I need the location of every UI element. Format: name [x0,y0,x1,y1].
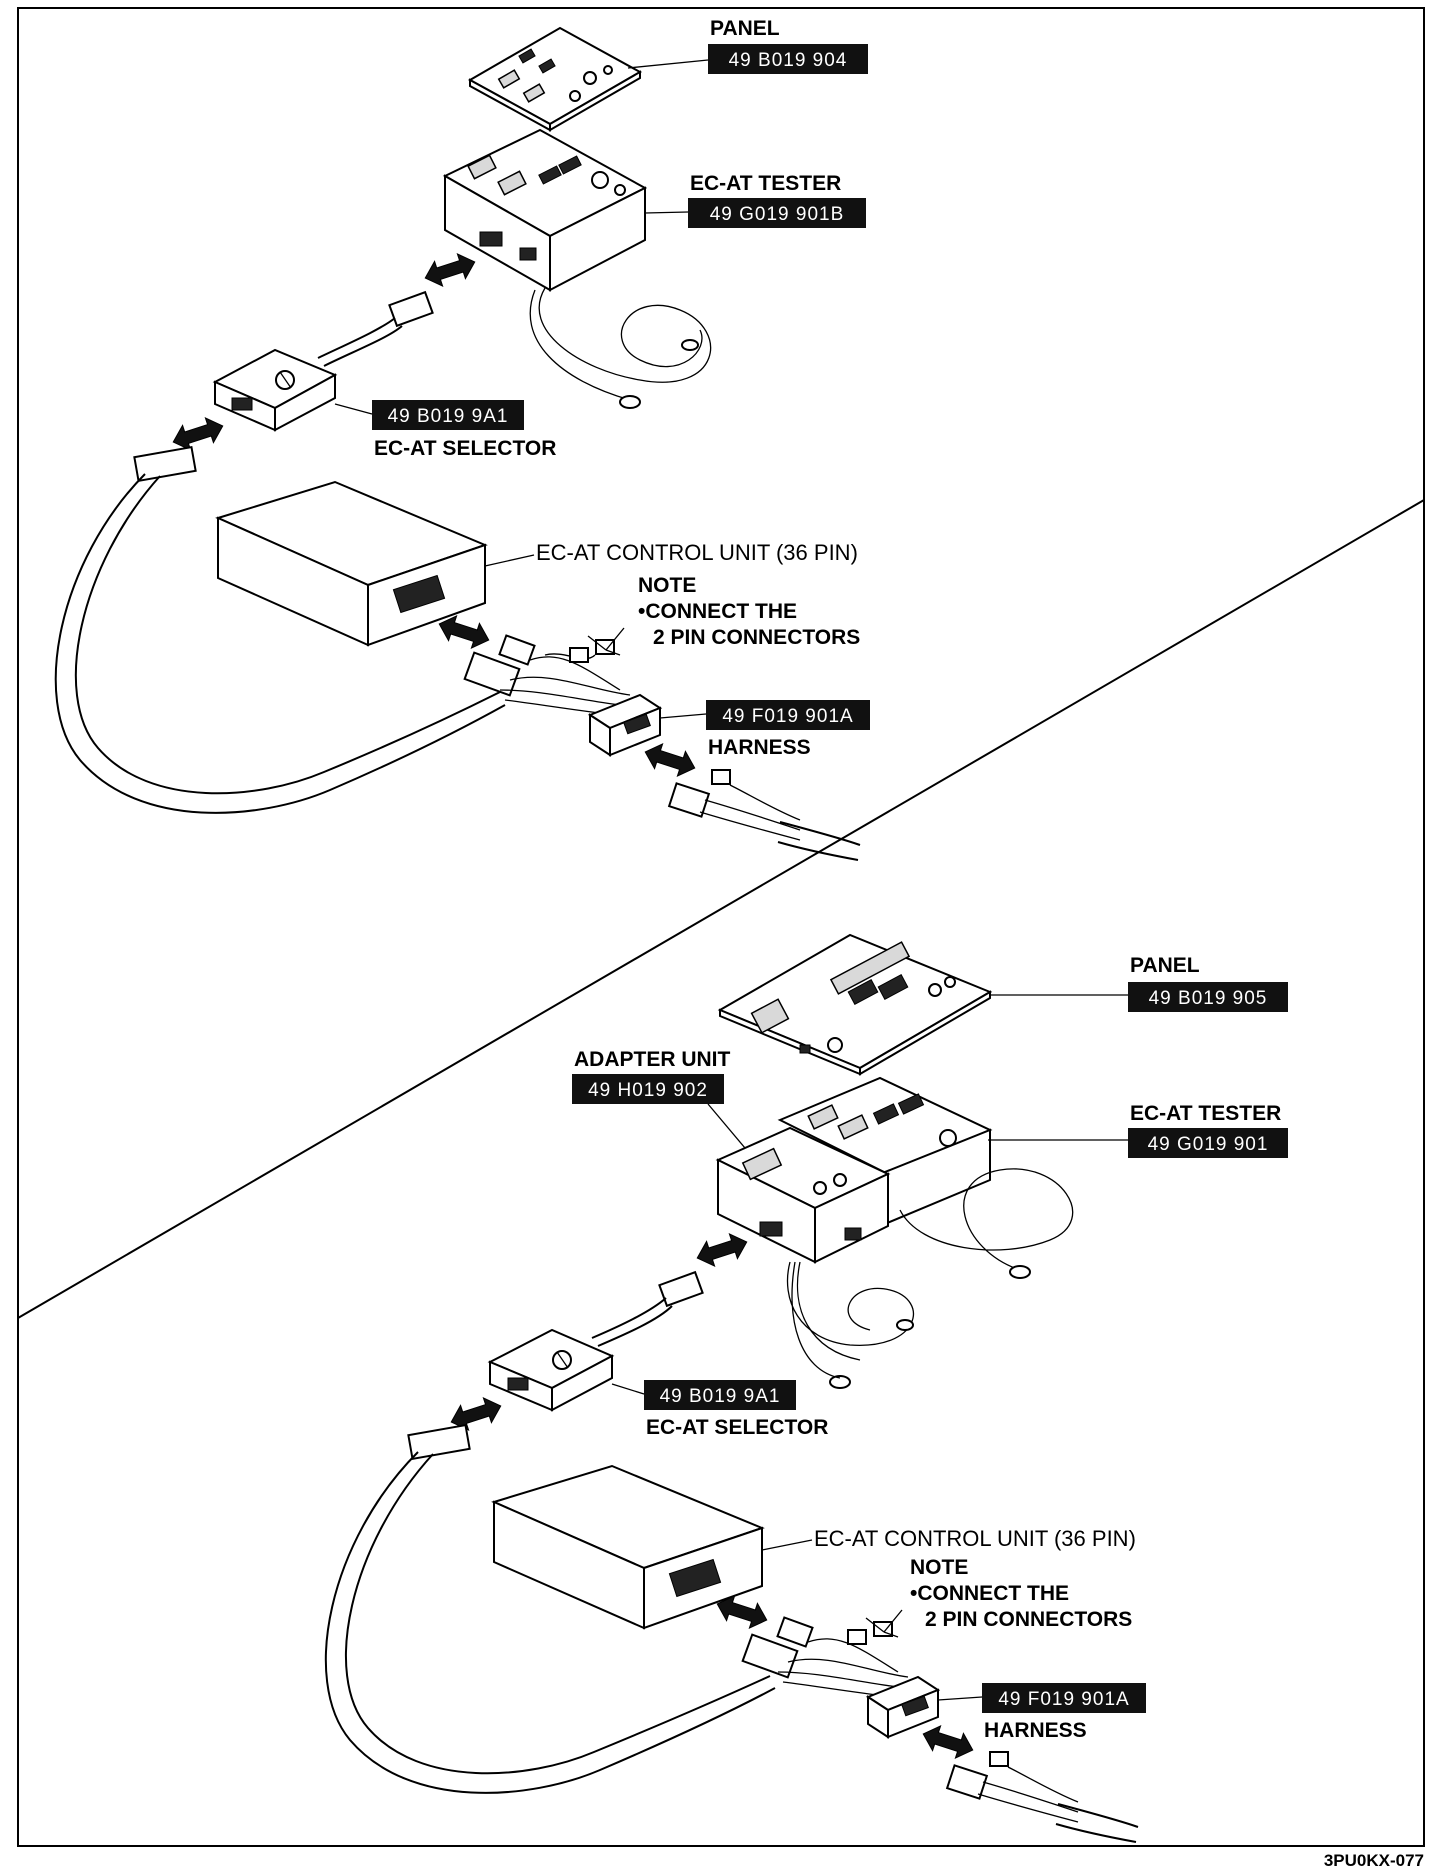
top-panel-drawing [467,26,643,132]
bottom-panel-part-number: 49 B019 905 [1149,988,1268,1009]
top-selector-label: EC-AT SELECTOR [374,437,556,460]
bottom-note-line1: •CONNECT THE [910,1582,1069,1605]
bottom-adapter-label: ADAPTER UNIT [574,1048,731,1071]
bottom-adapter-tester-drawing [715,1076,1074,1389]
bottom-arrow-adapter [692,1229,752,1271]
top-configuration: PANEL 49 B019 904 EC-AT TESTER 49 G019 9… [54,17,870,861]
top-note-line1: •CONNECT THE [638,600,797,623]
top-arrow-tester [420,249,480,291]
top-note-line2: 2 PIN CONNECTORS [653,626,860,649]
bottom-harness-part-number: 49 F019 901A [998,1689,1129,1710]
top-tester-label: EC-AT TESTER [690,172,841,195]
bottom-note-line2: 2 PIN CONNECTORS [925,1608,1132,1631]
top-panel-part-number: 49 B019 904 [729,50,848,71]
top-note-title: NOTE [638,574,696,597]
bottom-configuration: PANEL 49 B019 905 [324,933,1288,1843]
section-divider [17,499,1425,1319]
top-selector-cable [317,290,434,367]
top-tester-drawing [442,128,712,409]
bottom-vehicle-connector [945,1751,1139,1843]
top-vehicle-connector [667,769,861,861]
page-frame [17,7,1425,1847]
top-arrow-vehicle [640,739,700,781]
top-tester-part-number: 49 G019 901B [710,204,845,225]
top-selector-drawing [212,348,338,432]
bottom-note-title: NOTE [910,1556,968,1579]
bottom-tester-label: EC-AT TESTER [1130,1102,1281,1125]
bottom-panel-drawing [717,933,993,1076]
bottom-control-unit-drawing [491,1464,765,1630]
bottom-control-unit-label: EC-AT CONTROL UNIT (36 PIN) [814,1526,1136,1551]
top-panel-label: PANEL [710,17,780,40]
top-control-unit-label: EC-AT CONTROL UNIT (36 PIN) [536,540,858,565]
bottom-adapter-part-number: 49 H019 902 [588,1080,708,1101]
bottom-arrow-vehicle [918,1721,978,1763]
bottom-panel-label: PANEL [1130,954,1200,977]
bottom-selector-cable [591,1270,704,1347]
bottom-selector-part-number: 49 B019 9A1 [660,1386,781,1407]
top-harness-drawing [463,634,663,757]
bottom-harness-label: HARNESS [984,1719,1087,1742]
figure-code: 3PU0KX-077 [1324,1851,1424,1870]
top-harness-label: HARNESS [708,736,811,759]
bottom-selector-label: EC-AT SELECTOR [646,1416,828,1439]
bottom-harness-drawing [741,1616,941,1739]
top-arrow-selector [168,413,228,455]
top-control-unit-drawing [215,480,488,647]
top-harness-part-number: 49 F019 901A [722,706,853,727]
top-long-cable [54,445,506,814]
bottom-tester-part-number: 49 G019 901 [1148,1134,1269,1155]
bottom-long-cable [324,1423,776,1794]
top-selector-part-number: 49 B019 9A1 [388,406,509,427]
bottom-selector-drawing [487,1328,615,1412]
